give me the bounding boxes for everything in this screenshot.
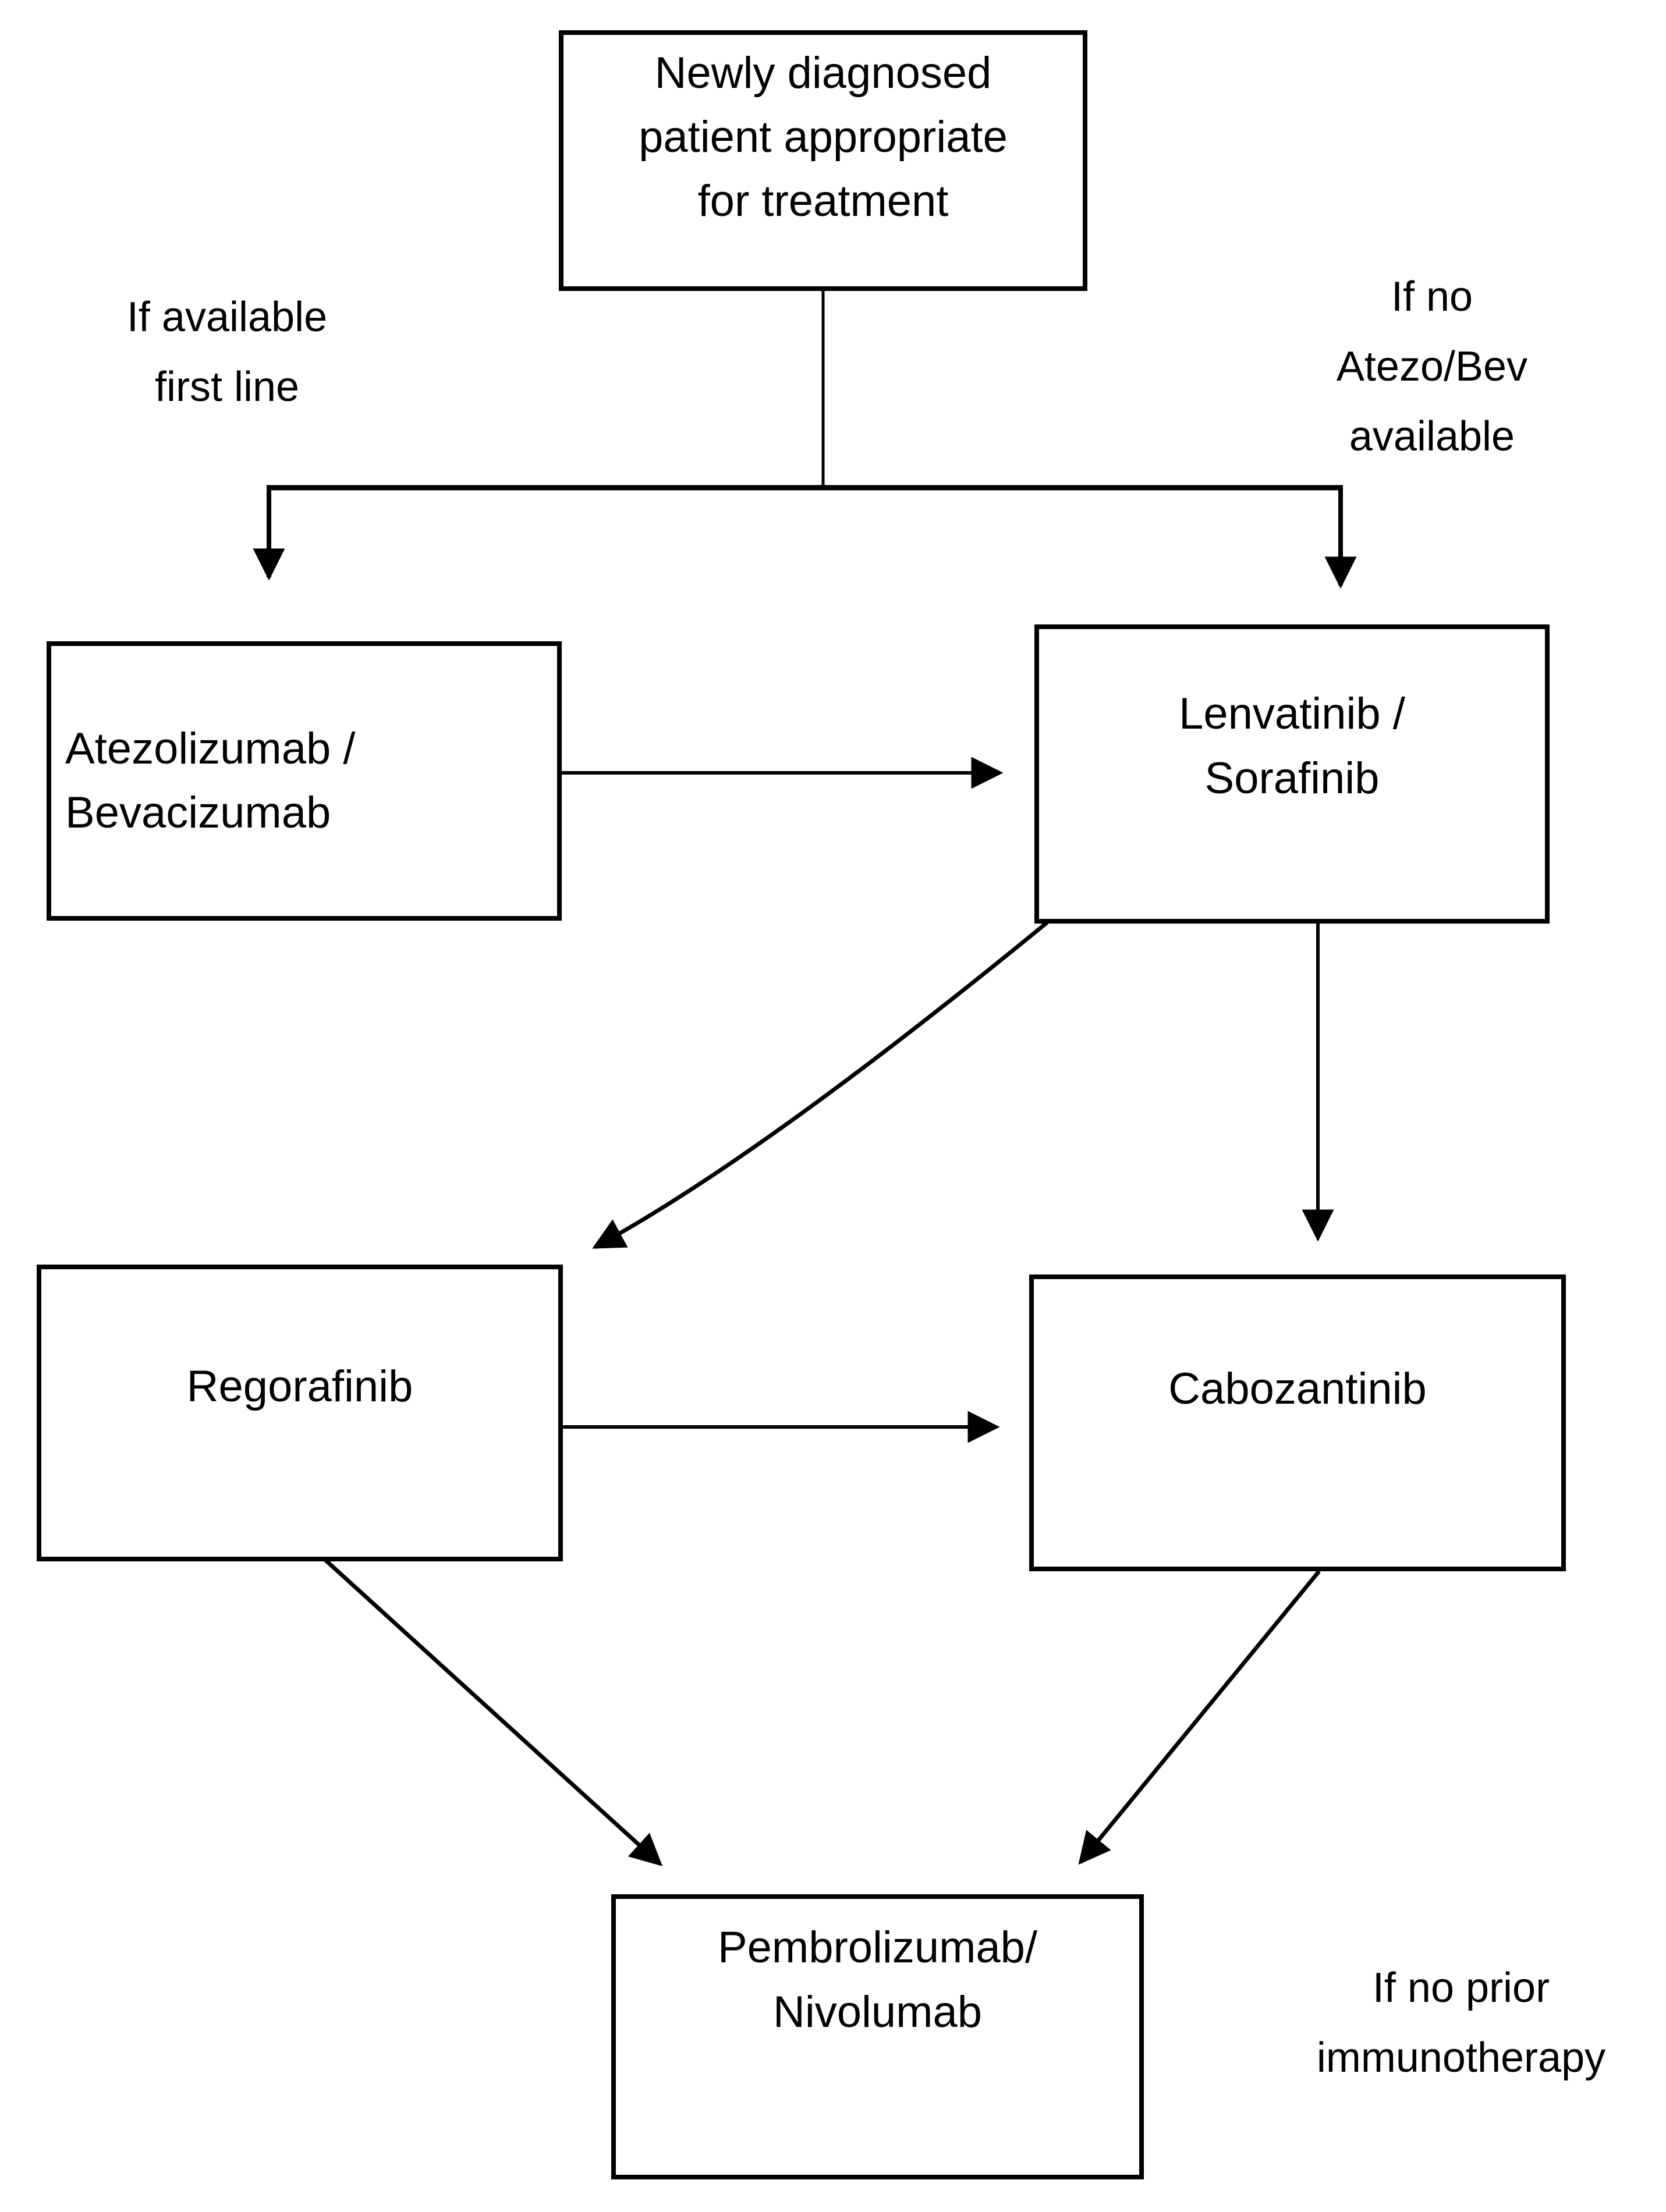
edge-label-if-available-first-line: If available first line	[126, 294, 328, 410]
edge-cabozantinib-to-pembro	[1078, 1570, 1321, 1865]
node-regorafinib: Regorafinib	[37, 1265, 563, 1561]
node-label: Newly diagnosed patient appropriate for …	[639, 48, 1008, 226]
node-label: Lenvatinib / Sorafinib	[1179, 689, 1405, 803]
node-label: Regorafinib	[186, 1361, 413, 1411]
node-label: Pembrolizumab/ Nivolumab	[717, 1923, 1038, 2037]
node-lenvatinib-sorafinib: Lenvatinib / Sorafinib	[1034, 624, 1550, 924]
edge-regorafinib-to-pembro	[316, 1551, 663, 1866]
edge-label-if-no-atezo-bev-available: If no Atezo/Bev available	[1336, 274, 1528, 460]
node-label: Cabozantinib	[1168, 1364, 1427, 1414]
node-pembrolizumab-nivolumab: Pembrolizumab/ Nivolumab	[611, 1894, 1144, 2179]
node-atezolizumab-bevacizumab: Atezolizumab / Bevacizumab	[47, 641, 562, 921]
node-cabozantinib: Cabozantinib	[1029, 1274, 1566, 1571]
edge-lenvatinib-to-regorafinib	[592, 921, 1049, 1249]
edge-label-if-no-prior-immunotherapy: If no prior immunotherapy	[1316, 1965, 1606, 2081]
node-label: Atezolizumab / Bevacizumab	[65, 723, 356, 837]
node-newly-diagnosed-patient: Newly diagnosed patient appropriate for …	[559, 30, 1087, 291]
